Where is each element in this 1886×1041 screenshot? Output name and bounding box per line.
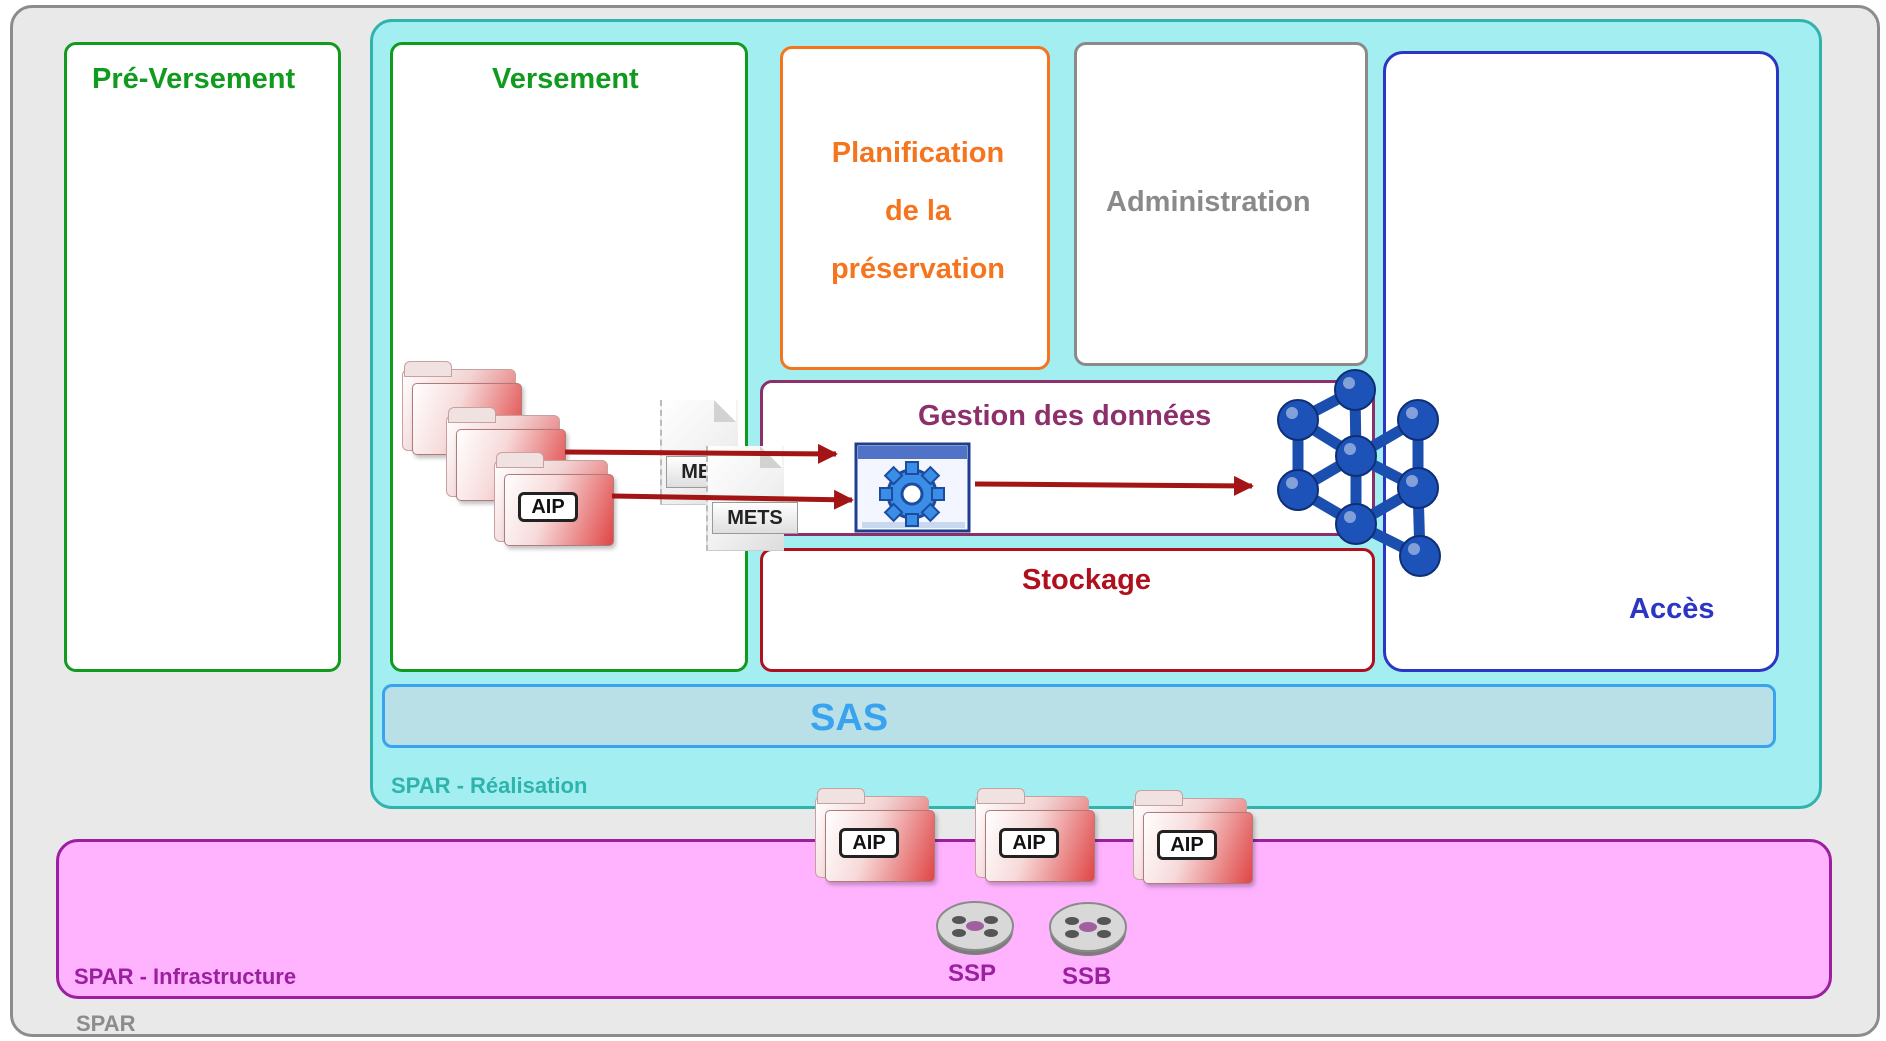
planification-line-3: préservation [830,253,1006,285]
sas-label: SAS [810,697,889,739]
administration-label: Administration [1106,186,1311,218]
versement-label: Versement [492,63,639,95]
mets-label: METS [712,502,798,534]
ingest-arrow [564,443,838,464]
spar-label: SPAR [76,1011,136,1036]
preversement-label: Pré-Versement [92,63,296,95]
preversement-box [64,42,341,672]
planification-label: Planification de la préservation [780,124,1056,298]
planification-line-1: Planification [831,137,1005,169]
gestion-label: Gestion des données [918,400,1212,432]
aip-label: AIP [839,828,899,858]
network-icon [1277,369,1441,577]
sas-bar [382,684,1776,748]
infrastructure-label: SPAR - Infrastructure [74,964,297,989]
gear-window-icon [854,442,971,533]
versement-box [390,42,748,672]
aip-label: AIP [518,492,578,522]
ssb-label: SSB [1062,963,1112,990]
processing-arrow [974,475,1254,496]
realisation-label: SPAR - Réalisation [391,773,588,798]
acces-box [1383,51,1779,672]
film-reel-icon [1049,902,1127,956]
ingest-arrow [611,489,854,510]
acces-label: Accès [1629,593,1715,625]
film-reel-icon [936,901,1014,955]
aip-folder-icon: AIP [494,452,614,546]
aip-label: AIP [999,828,1059,858]
stockage-label: Stockage [1022,564,1151,596]
ssp-label: SSP [948,960,997,987]
aip-folder-icon: AIP [815,788,935,882]
aip-label: AIP [1157,830,1217,860]
planification-line-2: de la [884,195,952,227]
administration-box [1074,42,1368,366]
planification-box [780,46,1050,370]
aip-folder-icon: AIP [975,788,1095,882]
stockage-box [760,548,1375,672]
aip-folder-icon: AIP [1133,790,1253,884]
